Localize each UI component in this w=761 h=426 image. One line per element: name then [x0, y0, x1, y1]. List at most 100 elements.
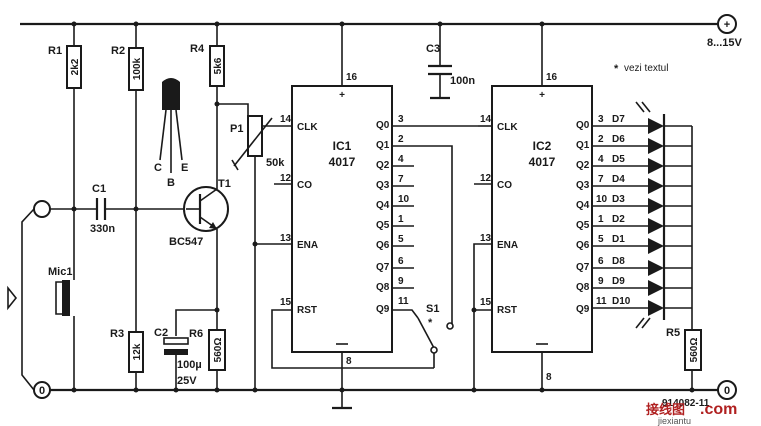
led-d1	[648, 238, 664, 254]
led-d9	[648, 280, 664, 296]
svg-text:Q7: Q7	[376, 262, 390, 273]
ic2-vcc-mark: +	[539, 90, 545, 101]
ic2-ena-label: ENA	[497, 240, 518, 251]
ic2-co-label: CO	[497, 180, 512, 191]
r3-label: R3	[110, 328, 124, 340]
ic1-pin-12: 12	[280, 173, 292, 184]
p1-label: P1	[230, 123, 243, 135]
capacitor-c3	[428, 64, 452, 100]
supply-positive-terminal: +	[717, 14, 737, 34]
ic1-q5-row: Q51	[376, 214, 414, 231]
c2-voltage: 25V	[177, 375, 197, 387]
mic-label: Mic1	[48, 266, 72, 278]
mic-plug-arrow	[7, 285, 18, 311]
microphone-symbol	[55, 280, 70, 316]
ic2-gnd-pin: 8	[546, 372, 552, 383]
svg-text:Q6: Q6	[376, 240, 390, 251]
p1-value: 50k	[266, 157, 285, 169]
t1-pin-c: C	[154, 162, 162, 174]
svg-text:11: 11	[398, 296, 409, 307]
svg-text:Q5: Q5	[576, 220, 590, 231]
watermark-cn: 接线图	[646, 402, 685, 417]
svg-text:560Ω: 560Ω	[213, 338, 224, 363]
svg-text:Q7: Q7	[576, 262, 590, 273]
ic2-vcc-pin: 16	[546, 72, 558, 83]
svg-text:100k: 100k	[132, 57, 143, 80]
ic1-rst-label: RST	[297, 305, 317, 316]
led-d4-label: D4	[612, 174, 625, 185]
svg-text:Q9: Q9	[576, 304, 590, 315]
figure-code: 914082-11	[662, 398, 710, 409]
ic1-body	[291, 85, 393, 353]
c1-label: C1	[92, 183, 106, 195]
svg-text:7: 7	[598, 174, 604, 185]
s1-label: S1	[426, 303, 439, 315]
svg-text:Q8: Q8	[376, 282, 390, 293]
svg-text:2: 2	[398, 134, 404, 145]
svg-text:Q4: Q4	[576, 200, 590, 211]
ic1-pin-15: 15	[280, 297, 292, 308]
ic1-q3-row: Q37	[376, 174, 414, 191]
svg-text:2: 2	[598, 134, 604, 145]
ic1-vcc-pin: 16	[346, 72, 358, 83]
led-d9-label: D9	[612, 276, 625, 287]
r6-label: R6	[189, 328, 203, 340]
led-d2	[648, 218, 664, 234]
svg-text:10: 10	[596, 194, 608, 205]
input-bracket	[21, 208, 35, 391]
input-top-terminal	[33, 200, 51, 218]
svg-text:5: 5	[598, 234, 604, 245]
capacitor-c2	[163, 337, 189, 355]
capacitor-c1	[95, 198, 107, 220]
r1-label: R1	[48, 45, 62, 57]
ic2-pin-14: 14	[480, 114, 492, 125]
led-d10	[648, 300, 664, 316]
c3-value: 100n	[450, 75, 475, 87]
svg-text:Q3: Q3	[576, 180, 590, 191]
note-text: vezi textul	[624, 63, 668, 74]
led-d3	[648, 198, 664, 214]
svg-text:4: 4	[598, 154, 604, 165]
ic1-ena-label: ENA	[297, 240, 318, 251]
ic2-q3-row: Q3 7 D4	[576, 174, 692, 194]
r4-label: R4	[190, 43, 205, 55]
c1-value: 330n	[90, 223, 115, 235]
svg-text:Q5: Q5	[376, 220, 390, 231]
led-d2-label: D2	[612, 214, 625, 225]
ic2-body	[491, 85, 593, 353]
svg-text:7: 7	[398, 174, 404, 185]
led-light-arrows-bottom	[635, 317, 651, 329]
led-d5-label: D5	[612, 154, 625, 165]
c2-value: 100µ	[177, 359, 202, 371]
ic1-clk-label: CLK	[297, 122, 318, 133]
svg-text:560Ω: 560Ω	[689, 338, 700, 363]
ic2-rst-label: RST	[497, 305, 517, 316]
ic1-q7-row: Q7 6	[376, 256, 414, 273]
ic2-name: IC2	[533, 139, 552, 153]
ic1-q8-row: Q8 9	[376, 276, 414, 293]
led-d8	[648, 260, 664, 276]
svg-text:9: 9	[398, 276, 404, 287]
svg-text:6: 6	[398, 256, 404, 267]
svg-text:+: +	[724, 19, 730, 31]
led-d3-label: D3	[612, 194, 625, 205]
ic1-part: 4017	[329, 155, 356, 169]
svg-text:4: 4	[398, 154, 404, 165]
led-d10-label: D10	[612, 296, 631, 307]
svg-text:Q8: Q8	[576, 282, 590, 293]
ic1-pin-13: 13	[280, 233, 292, 244]
ic2-pin-13: 13	[480, 233, 492, 244]
svg-text:2k2: 2k2	[70, 58, 81, 75]
input-ground-terminal: 0	[33, 381, 51, 399]
r5-label: R5	[666, 327, 680, 339]
supply-ground-terminal: 0	[717, 380, 737, 400]
watermark-dotcom: .com	[700, 401, 737, 418]
led-d5	[648, 158, 664, 174]
